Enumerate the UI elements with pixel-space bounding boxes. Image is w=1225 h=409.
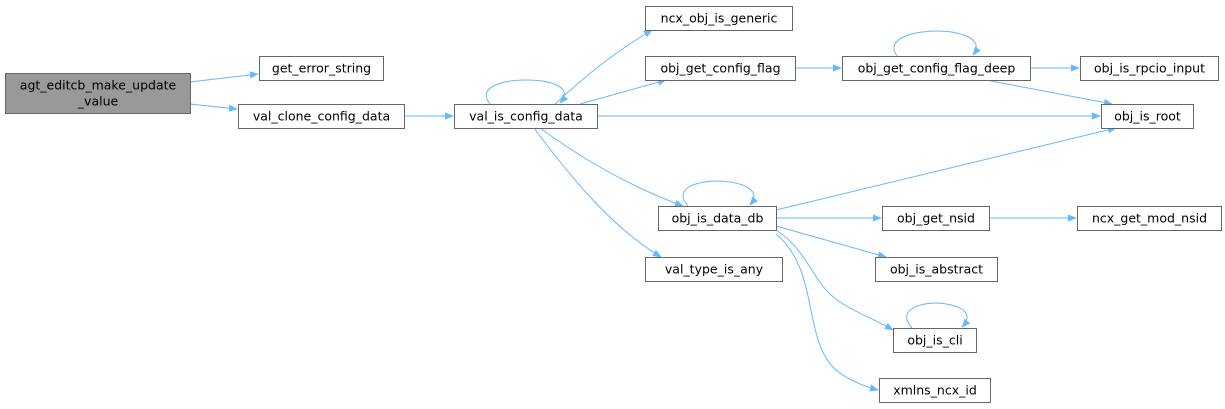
edge-obj-is-data-db-to-obj-is-abstract — [775, 225, 887, 259]
node-obj-is-cli[interactable]: obj_is_cli — [893, 328, 977, 353]
node-box-obj-is-data-db — [658, 206, 777, 231]
node-obj-get-config-flag[interactable]: obj_get_config_flag — [645, 56, 796, 81]
node-label-ncx-get-mod-nsid: ncx_get_mod_nsid — [1092, 211, 1207, 226]
node-obj-is-data-db[interactable]: obj_is_data_db — [658, 206, 777, 231]
node-box-obj-get-config-flag-deep — [842, 56, 1031, 81]
node-box-obj-is-cli — [893, 328, 977, 353]
node-box-obj-is-rpcio-input — [1080, 56, 1219, 81]
node-label-get-error-string: get_error_string — [272, 61, 371, 76]
edges — [189, 29, 1117, 392]
node-box-agt-editcb — [5, 73, 191, 114]
node-box-obj-is-root — [1101, 104, 1194, 129]
node-obj-get-config-flag-deep[interactable]: obj_get_config_flag_deep — [842, 56, 1031, 81]
node-box-obj-get-config-flag — [645, 56, 796, 81]
edge-obj-is-data-db-to-xmlns-ncx-id — [775, 233, 879, 392]
node-label-val-is-config-data: val_is_config_data — [469, 109, 583, 124]
node-obj-is-abstract[interactable]: obj_is_abstract — [875, 257, 998, 282]
node-agt-editcb[interactable]: agt_editcb_make_update_value — [5, 73, 191, 114]
node-label-obj-is-rpcio-input: obj_is_rpcio_input — [1094, 61, 1205, 76]
node-box-ncx-get-mod-nsid — [1077, 206, 1222, 231]
node-label-obj-is-cli: obj_is_cli — [907, 333, 962, 348]
node-label-ncx-obj-is-generic: ncx_obj_is_generic — [661, 11, 778, 26]
node-label-obj-is-abstract: obj_is_abstract — [890, 262, 983, 277]
node-obj-get-nsid[interactable]: obj_get_nsid — [882, 206, 990, 231]
edge-val-is-config-data-to-ncx-obj-is-generic — [554, 29, 653, 105]
node-label-obj-is-root: obj_is_root — [1114, 109, 1181, 124]
nodes: agt_editcb_make_update_value get_error_st… — [5, 6, 1222, 403]
node-box-val-is-config-data — [454, 104, 598, 129]
node-box-val-type-is-any — [645, 257, 783, 282]
node-val-clone-config-data[interactable]: val_clone_config_data — [238, 104, 405, 129]
node-label-obj-get-nsid: obj_get_nsid — [897, 211, 975, 226]
node-label-val-clone-config-data: val_clone_config_data — [253, 109, 390, 124]
edge-obj-get-config-flag-deep-to-obj-get-config-flag-deep — [893, 30, 981, 57]
node-label-agt-editcb-line-2: _value — [77, 94, 119, 109]
node-val-type-is-any[interactable]: val_type_is_any — [645, 257, 783, 282]
node-obj-is-rpcio-input[interactable]: obj_is_rpcio_input — [1080, 56, 1219, 81]
edge-obj-is-cli-to-obj-is-cli — [906, 302, 971, 329]
node-obj-is-root[interactable]: obj_is_root — [1101, 104, 1194, 129]
node-box-ncx-obj-is-generic — [645, 6, 793, 31]
node-label-obj-get-config-flag-deep: obj_get_config_flag_deep — [858, 61, 1016, 76]
edge-obj-get-config-flag-deep-to-obj-is-root — [985, 79, 1113, 107]
node-box-obj-is-abstract — [875, 257, 998, 282]
edge-val-is-config-data-to-val-is-config-data — [485, 79, 569, 105]
node-box-val-clone-config-data — [238, 104, 405, 129]
node-val-is-config-data[interactable]: val_is_config_data — [454, 104, 598, 129]
edge-val-is-config-data-to-obj-is-data-db — [539, 127, 684, 207]
edge-val-is-config-data-to-obj-get-config-flag — [579, 78, 667, 105]
node-get-error-string[interactable]: get_error_string — [259, 56, 384, 81]
edge-obj-is-data-db-to-obj-is-root — [775, 126, 1117, 211]
node-label-obj-is-data-db: obj_is_data_db — [672, 211, 764, 226]
node-label-agt-editcb-line-1: agt_editcb_make_update — [20, 78, 177, 93]
edge-obj-is-data-db-to-obj-is-cli — [775, 229, 894, 331]
node-label-obj-get-config-flag: obj_get_config_flag — [660, 61, 780, 76]
node-xmlns-ncx-id[interactable]: xmlns_ncx_id — [879, 378, 991, 403]
node-box-xmlns-ncx-id — [879, 378, 991, 403]
edge-agt-editcb-to-val-clone-config-data — [189, 103, 238, 112]
node-label-val-type-is-any: val_type_is_any — [665, 262, 764, 277]
node-box-get-error-string — [259, 56, 384, 81]
node-ncx-get-mod-nsid[interactable]: ncx_get_mod_nsid — [1077, 206, 1222, 231]
node-ncx-obj-is-generic[interactable]: ncx_obj_is_generic — [645, 6, 793, 31]
edge-obj-is-data-db-to-obj-is-data-db — [682, 180, 758, 207]
edge-val-is-config-data-to-val-type-is-any — [533, 127, 662, 258]
node-box-obj-get-nsid — [882, 206, 990, 231]
node-label-xmlns-ncx-id: xmlns_ncx_id — [893, 383, 977, 398]
edge-agt-editcb-to-get-error-string — [189, 71, 259, 83]
